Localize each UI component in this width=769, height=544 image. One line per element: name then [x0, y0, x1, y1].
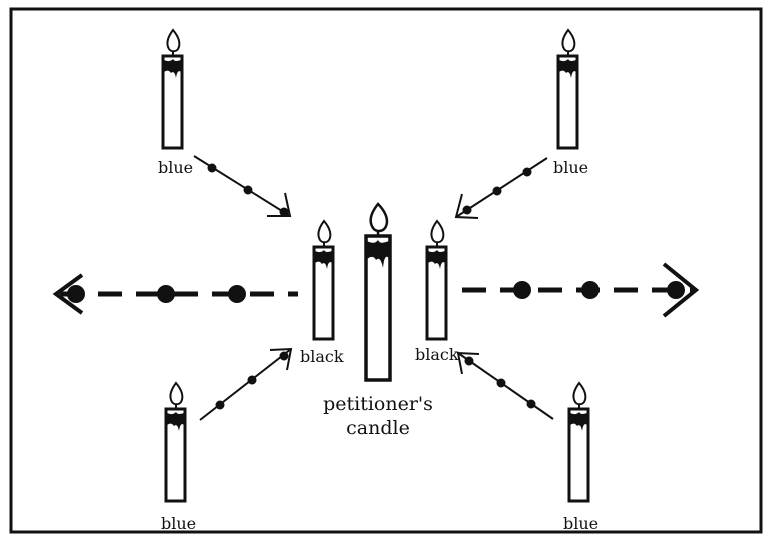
arrow-bottom-right [456, 351, 554, 420]
label-petitioner-candle: petitioner's candle [318, 393, 438, 441]
label-blue-bottom-right: blue [563, 514, 599, 533]
label-petitioner-line2: candle [346, 416, 410, 439]
label-blue-top-left: blue [158, 158, 194, 177]
arrow-bottom-left [199, 347, 293, 421]
label-petitioner-line1: petitioner's [323, 393, 433, 415]
label-blue-bottom-left: blue [161, 514, 197, 533]
arrow-horizontal-right [462, 262, 700, 318]
arrow-top-left [193, 155, 292, 217]
label-black-left: black [300, 347, 344, 366]
label-blue-top-right: blue [553, 158, 589, 177]
label-black-right: black [415, 345, 459, 364]
arrow-top-right [454, 157, 548, 219]
arrow-horizontal-left [52, 273, 298, 315]
